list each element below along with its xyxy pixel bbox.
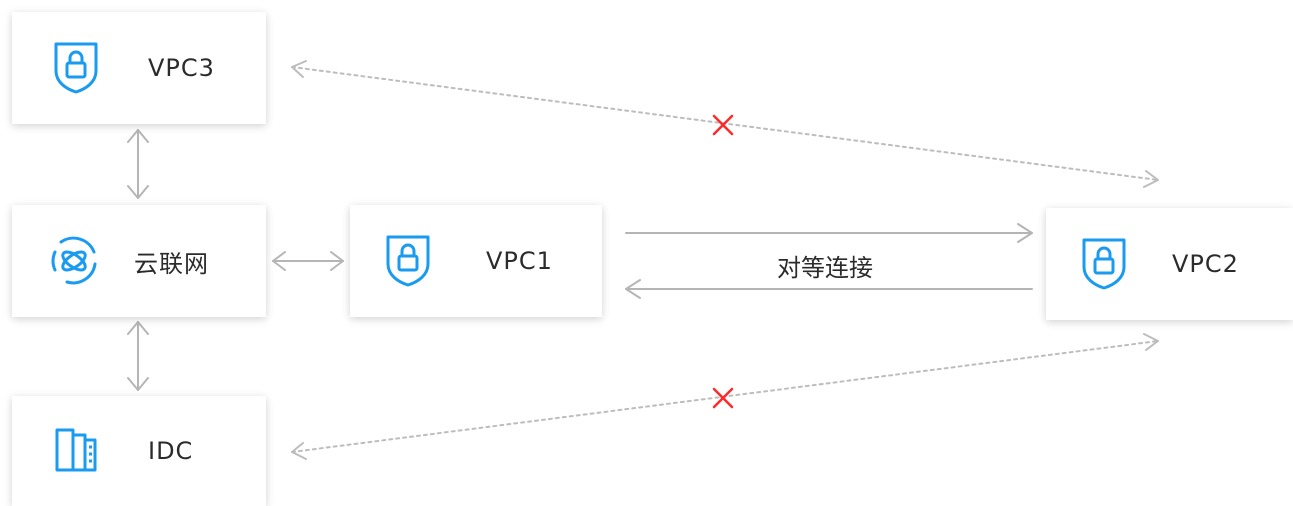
ccn-label: 云联网 bbox=[134, 249, 209, 278]
vpc3-label: VPC3 bbox=[148, 54, 215, 82]
blocked-marker-bottom bbox=[712, 387, 734, 409]
vpc1-label: VPC1 bbox=[486, 247, 553, 275]
vpc-shield-lock-icon bbox=[1076, 237, 1132, 291]
peering-connection-label: 对等连接 bbox=[777, 254, 873, 282]
vpc-shield-lock-icon bbox=[380, 234, 436, 288]
idc-node: IDC bbox=[12, 396, 266, 506]
vpc2-label: VPC2 bbox=[1172, 250, 1239, 278]
ccn-node: 云联网 bbox=[12, 205, 266, 317]
peering-arrow-vpc2-to-vpc1 bbox=[625, 279, 1033, 299]
vpc1-node: VPC1 bbox=[350, 205, 602, 317]
vpc3-ccn-bidirectional-arrow bbox=[127, 129, 149, 199]
cloud-connect-network-icon bbox=[46, 234, 102, 288]
idc-label: IDC bbox=[148, 437, 194, 465]
ccn-idc-bidirectional-arrow bbox=[127, 321, 149, 391]
blocked-marker-top bbox=[712, 114, 734, 136]
vpc-shield-lock-icon bbox=[48, 41, 104, 95]
idc-building-icon bbox=[50, 427, 104, 475]
vpc3-node: VPC3 bbox=[12, 12, 266, 124]
peering-arrow-vpc1-to-vpc2 bbox=[625, 223, 1033, 243]
vpc2-node: VPC2 bbox=[1046, 208, 1293, 320]
ccn-vpc1-bidirectional-arrow bbox=[272, 251, 344, 271]
